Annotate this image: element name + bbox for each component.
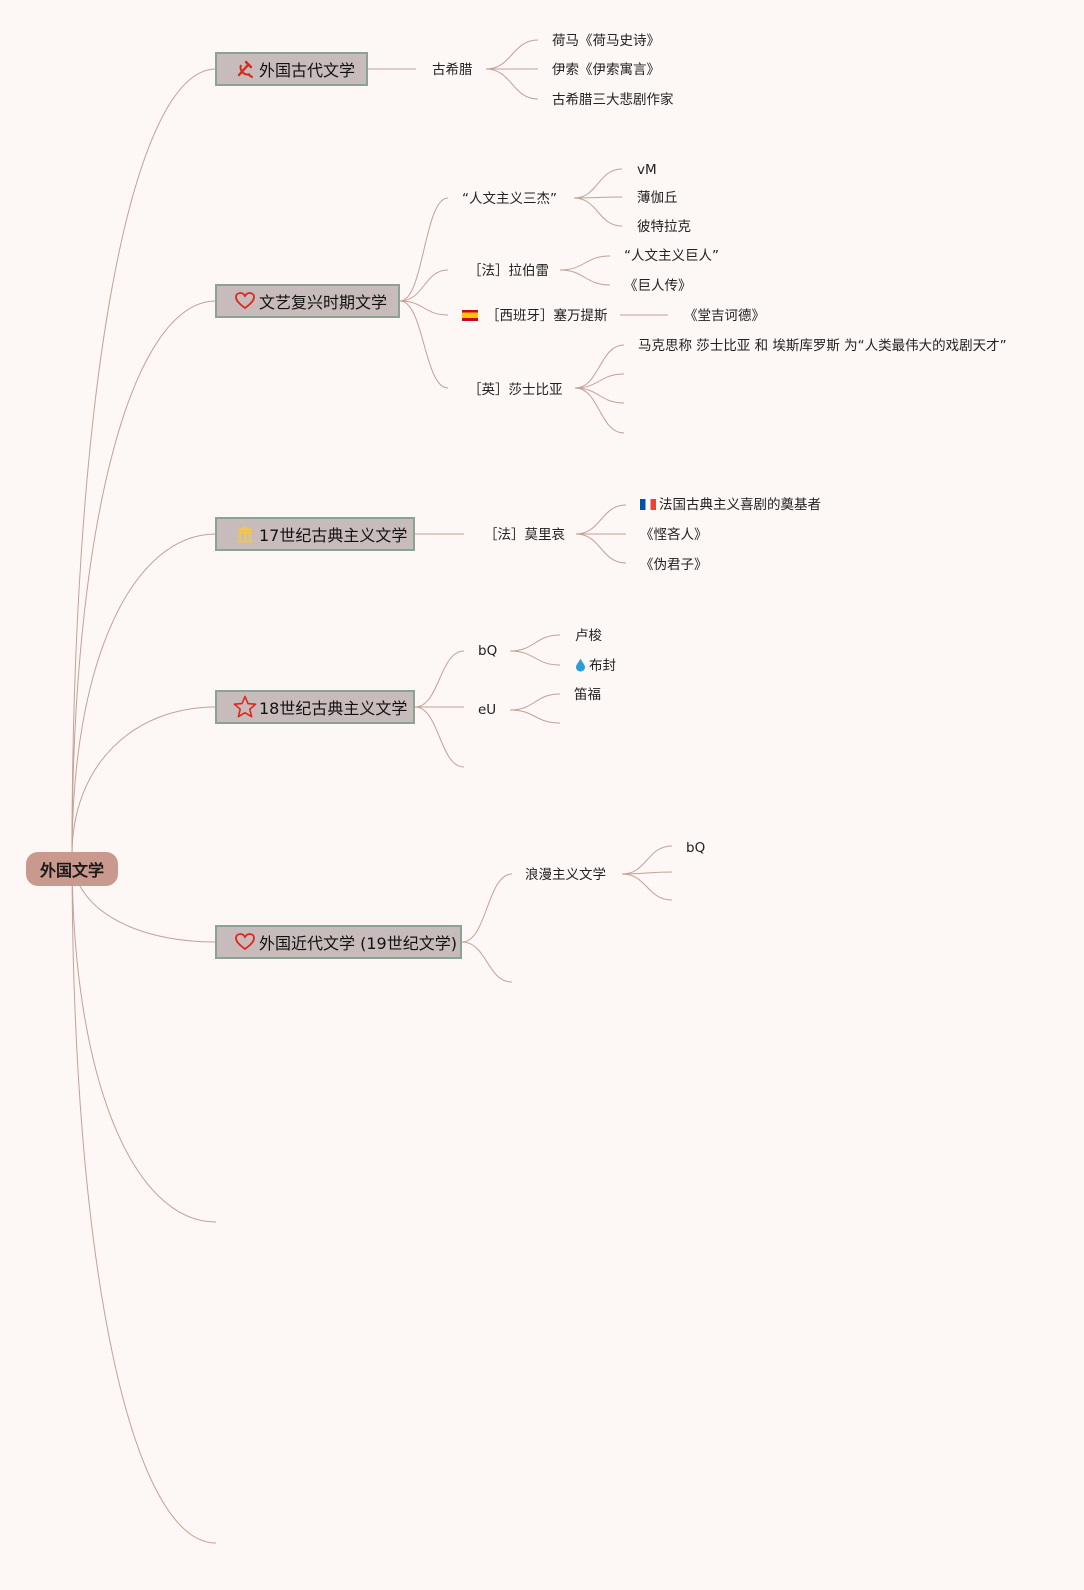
topic-eu[interactable]: eU bbox=[478, 702, 497, 718]
leaf-item[interactable]: 荷马《荷马史诗》 bbox=[552, 33, 660, 49]
connector-line bbox=[461, 873, 513, 943]
branch-label: 外国古代文学 bbox=[259, 61, 356, 80]
connector-line bbox=[414, 650, 465, 708]
connector-line bbox=[559, 269, 611, 286]
connector-line bbox=[71, 854, 217, 1544]
branch-renaissance-literature[interactable]: 文艺复兴时期文学 bbox=[215, 284, 400, 318]
leaf-label: 法国古典主义喜剧的奠基者 bbox=[659, 497, 821, 513]
leaf-item[interactable]: bQ bbox=[686, 840, 706, 856]
connector-line bbox=[621, 871, 673, 875]
connector-line bbox=[71, 854, 217, 1223]
heart-icon bbox=[233, 289, 257, 313]
leaf-label: 布封 bbox=[589, 658, 616, 674]
connector-line bbox=[399, 300, 449, 316]
topic-moliere[interactable]: ［法］莫里哀 bbox=[484, 527, 565, 543]
leaf-item[interactable]: 笛福 bbox=[574, 687, 601, 703]
leaf-item[interactable]: 布封 bbox=[575, 657, 616, 675]
branch-label: 18世纪古典主义文学 bbox=[259, 699, 408, 718]
connector-line bbox=[574, 387, 625, 404]
connector-line bbox=[509, 693, 561, 711]
connector-line bbox=[461, 941, 513, 983]
branch-17th-century-classicism[interactable]: 17世纪古典主义文学 bbox=[215, 517, 415, 551]
leaf-item[interactable]: 《悭吝人》 bbox=[640, 527, 708, 543]
branch-modern-literature[interactable]: 外国近代文学 (19世纪文学) bbox=[215, 925, 462, 959]
root-node[interactable]: 外国文学 bbox=[26, 852, 118, 886]
connector-line bbox=[485, 68, 539, 100]
branch-18th-century-classicism[interactable]: 18世纪古典主义文学 bbox=[215, 690, 415, 724]
leaf-item[interactable]: 卢梭 bbox=[575, 628, 602, 644]
connector-line bbox=[414, 706, 465, 768]
connector-line bbox=[574, 344, 625, 389]
leaf-item[interactable]: 彼特拉克 bbox=[637, 219, 691, 235]
leaf-item[interactable]: 法国古典主义喜剧的奠基者 bbox=[640, 496, 821, 514]
connector-line bbox=[573, 196, 623, 199]
connector-line bbox=[574, 387, 625, 434]
heart-icon bbox=[233, 930, 257, 954]
leaf-item[interactable]: 《巨人传》 bbox=[624, 278, 692, 294]
france-flag-icon bbox=[640, 499, 656, 510]
leaf-item[interactable]: 伊索《伊索寓言》 bbox=[552, 62, 660, 78]
topic-ancient-greece[interactable]: 古希腊 bbox=[432, 62, 473, 78]
leaf-item[interactable]: 马克思称 莎士比亚 和 埃斯库罗斯 为“人类最伟大的戏剧天才” bbox=[638, 338, 1007, 354]
connector-line bbox=[399, 269, 449, 302]
leaf-item[interactable]: “人文主义巨人” bbox=[624, 248, 719, 264]
branch-label: 文艺复兴时期文学 bbox=[259, 293, 388, 312]
connector-line bbox=[485, 39, 539, 70]
temple-icon bbox=[233, 522, 257, 546]
leaf-item[interactable]: 《堂吉诃德》 bbox=[684, 308, 765, 324]
topic-humanism-three[interactable]: “人文主义三杰” bbox=[462, 191, 557, 207]
connector-line bbox=[509, 709, 561, 724]
leaf-item[interactable]: 薄伽丘 bbox=[637, 190, 678, 206]
connector-line bbox=[71, 68, 217, 856]
connector-line bbox=[399, 300, 449, 389]
branch-ancient-literature[interactable]: 外国古代文学 bbox=[215, 52, 368, 86]
connector-line bbox=[509, 634, 561, 652]
topic-romanticism[interactable]: 浪漫主义文学 bbox=[525, 867, 606, 883]
connector-line bbox=[575, 504, 627, 535]
star-icon bbox=[233, 695, 257, 719]
topic-cervantes[interactable]: ［西班牙］塞万提斯 bbox=[462, 307, 608, 325]
connector-line bbox=[71, 533, 217, 856]
leaf-item[interactable]: 古希腊三大悲剧作家 bbox=[552, 92, 674, 108]
hammer-sickle-icon bbox=[233, 57, 257, 81]
topic-label: ［西班牙］塞万提斯 bbox=[486, 308, 608, 324]
connector-line bbox=[399, 197, 449, 302]
topic-shakespeare[interactable]: ［英］莎士比亚 bbox=[468, 382, 563, 398]
connector-line bbox=[573, 168, 623, 199]
leaf-item[interactable]: 《伪君子》 bbox=[640, 557, 708, 573]
connector-line bbox=[559, 255, 611, 271]
connector-line bbox=[621, 845, 673, 875]
leaf-item[interactable]: vM bbox=[637, 162, 657, 178]
connector-line bbox=[621, 873, 673, 901]
connector-line bbox=[71, 300, 217, 856]
spain-flag-icon bbox=[462, 310, 478, 321]
connector-line bbox=[575, 533, 627, 564]
connector-line bbox=[574, 373, 625, 389]
branch-label: 外国近代文学 (19世纪文学) bbox=[259, 934, 457, 953]
connector-line bbox=[573, 197, 623, 227]
connector-line bbox=[509, 650, 561, 666]
connector-line bbox=[71, 706, 217, 856]
branch-label: 17世纪古典主义文学 bbox=[259, 526, 408, 545]
topic-bq[interactable]: bQ bbox=[478, 643, 498, 659]
topic-rabelais[interactable]: ［法］拉伯雷 bbox=[468, 263, 549, 279]
water-drop-icon bbox=[576, 658, 585, 672]
